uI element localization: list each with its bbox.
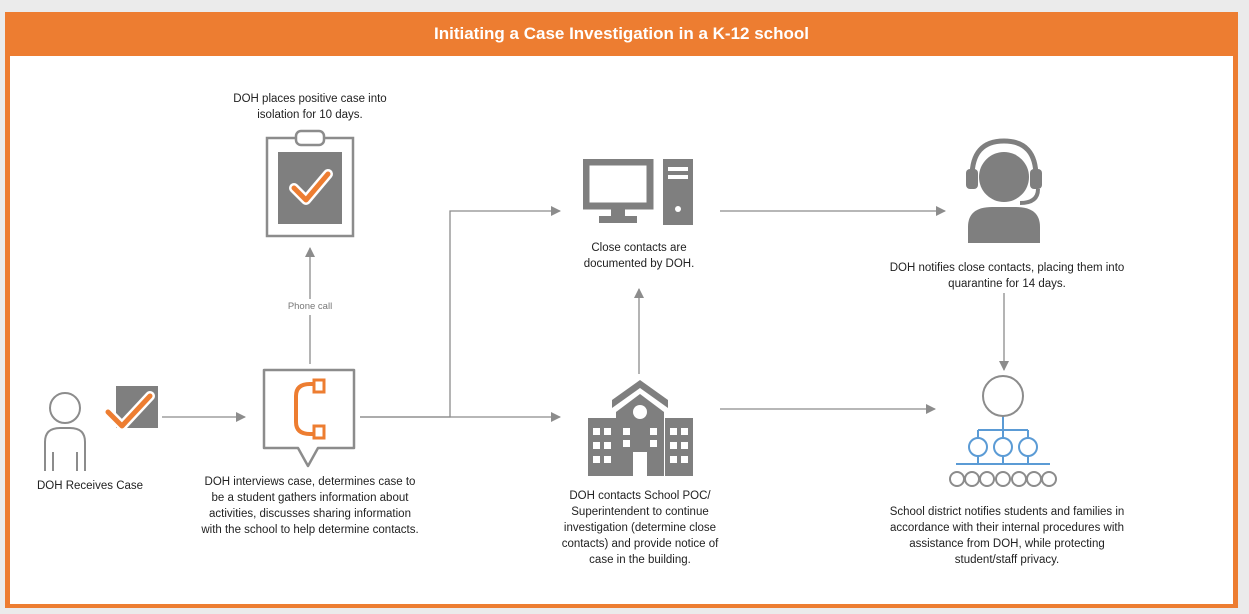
school-building-icon bbox=[588, 380, 693, 476]
diagram-canvas: Phone call DOH Receives Case DOH places … bbox=[10, 56, 1233, 604]
person-with-checkbox-icon bbox=[44, 386, 158, 471]
district-label: School district notifies students and fa… bbox=[889, 506, 1125, 566]
clipboard-check-icon bbox=[265, 129, 355, 238]
receives-case-label: DOH Receives Case bbox=[36, 480, 144, 492]
interview-label: DOH interviews case, determines case to … bbox=[201, 476, 419, 536]
notifies-label: DOH notifies close contacts, placing the… bbox=[889, 262, 1125, 290]
phone-call-label: Phone call bbox=[272, 299, 348, 315]
arrow-interview-to-documented bbox=[360, 206, 561, 418]
diagram-title: Initiating a Case Investigation in a K-1… bbox=[433, 24, 810, 43]
headset-person-icon bbox=[966, 138, 1042, 243]
diagram-frame: Initiating a Case Investigation in a K-1… bbox=[5, 12, 1238, 608]
isolation-label: DOH places positive case into isolation … bbox=[233, 93, 387, 121]
phone-speech-bubble-icon bbox=[262, 368, 356, 468]
documented-label: Close contacts are documented by DOH. bbox=[583, 242, 695, 270]
school-label: DOH contacts School POC/ Superintendent … bbox=[561, 490, 719, 566]
network-tree-icon bbox=[949, 375, 1057, 487]
computer-icon bbox=[583, 159, 693, 225]
flow-arrows bbox=[162, 206, 1009, 422]
